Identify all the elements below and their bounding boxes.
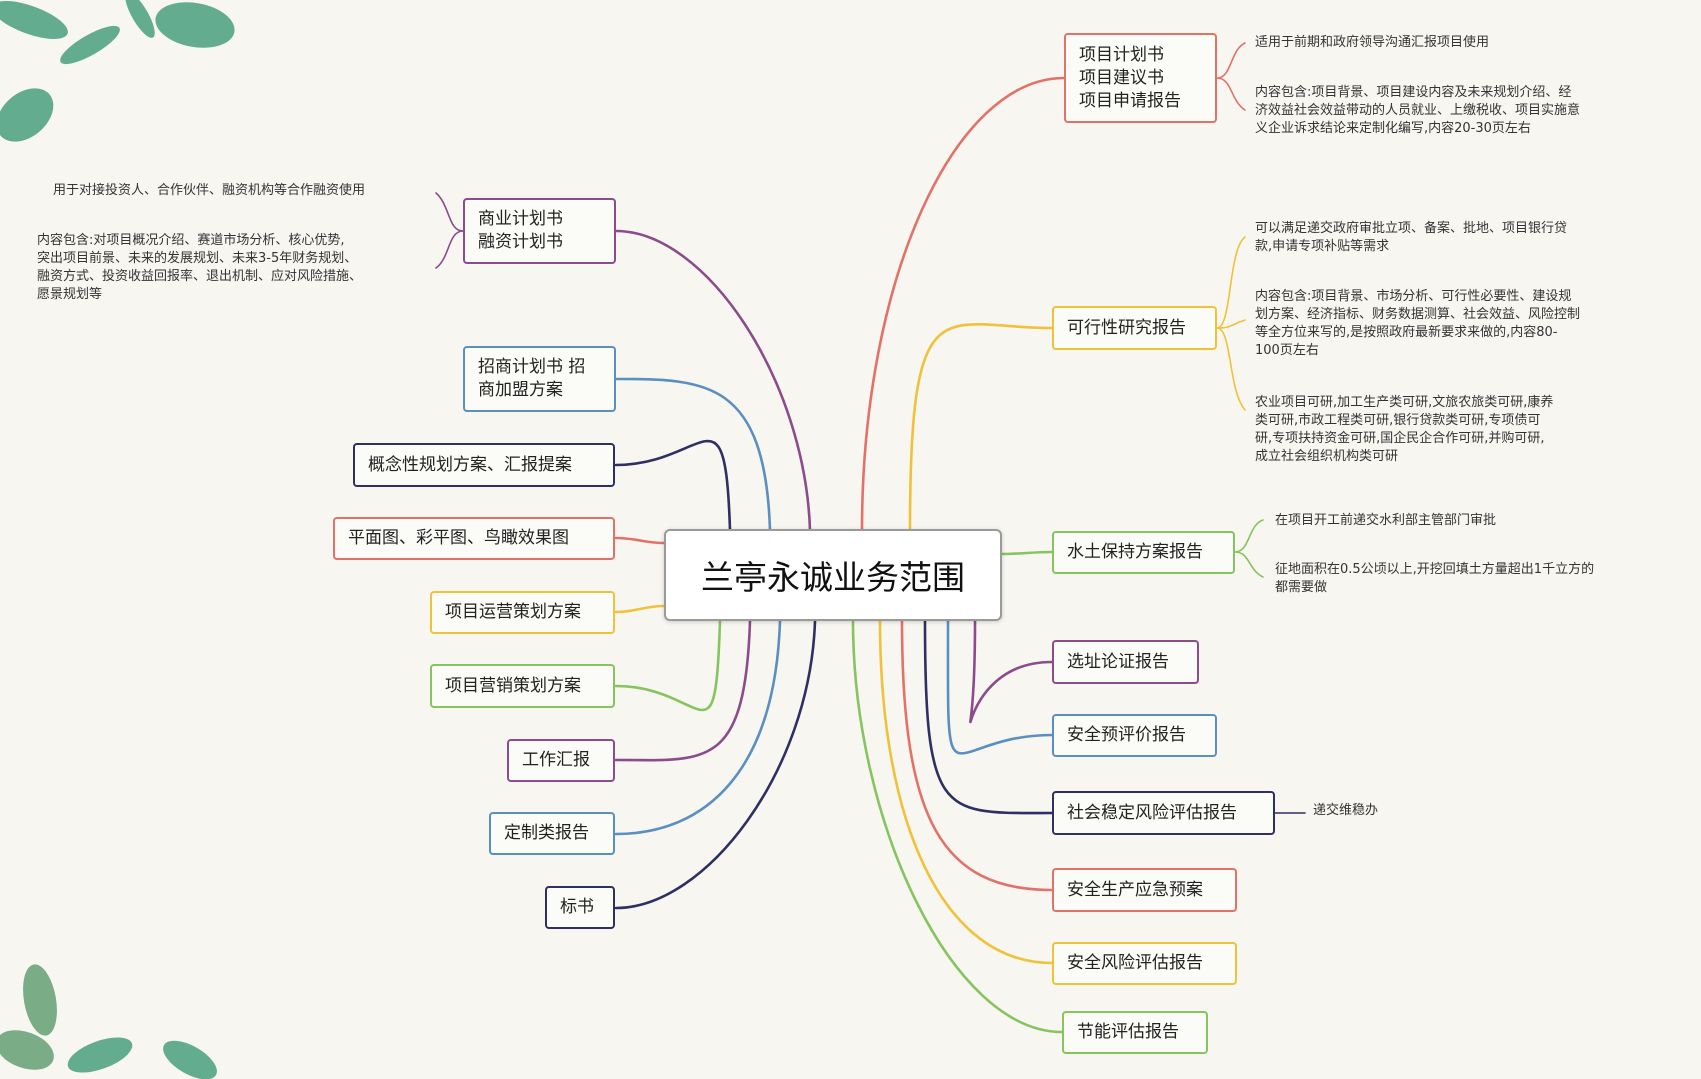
- note-feasibility-types: 农业项目可研,加工生产类可研,文旅农旅类可研,康养 类可研,市政工程类可研,银行…: [1255, 395, 1554, 464]
- branch-business-plan: [614, 229, 812, 532]
- note-soil-condition: 征地面积在0.5公顷以上,开挖回填土方量超出1千立方的 都需要做: [1275, 562, 1595, 595]
- branch-social-risk: [923, 619, 1054, 815]
- node-concept-plan[interactable]: 概念性规划方案、汇报提案: [353, 443, 615, 487]
- note-feasibility-content: 内容包含:项目背景、市场分析、可行性必要性、建设规 划方案、经济指标、财务数据测…: [1255, 289, 1581, 358]
- node-investment-plan[interactable]: 招商计划书 招 商加盟方案: [463, 346, 616, 412]
- bracket-project-content: [1216, 77, 1246, 111]
- monstera-leaf-icon: [0, 88, 54, 142]
- monstera-leaf-icon: [163, 1040, 217, 1079]
- note-brackets: [435, 42, 1306, 814]
- branch-feasibility: [908, 323, 1054, 532]
- branch-marketing-plan: [614, 619, 722, 712]
- branch-work-report: [614, 619, 752, 762]
- node-soil-water[interactable]: 水土保持方案报告: [1052, 531, 1235, 574]
- fern-leaf-icon: [60, 25, 120, 65]
- branch-project-plan: [860, 76, 1066, 532]
- node-site-selection[interactable]: 选址论证报告: [1052, 640, 1199, 684]
- branch-concept-plan: [614, 439, 732, 532]
- bracket-project-usage: [1216, 42, 1246, 79]
- node-marketing-plan[interactable]: 项目营销策划方案: [430, 664, 615, 708]
- fern-leaf-icon: [0, 1, 68, 39]
- node-operation-plan[interactable]: 项目运营策划方案: [430, 591, 615, 634]
- monstera-leaf-icon: [155, 2, 235, 48]
- branch-safety-pre: [946, 619, 1054, 755]
- branch-energy: [851, 619, 1064, 1034]
- node-custom-report[interactable]: 定制类报告: [489, 812, 615, 855]
- fern-leaf-icon: [125, 0, 155, 38]
- branch-emergency-plan: [900, 619, 1054, 892]
- note-soil-approval: 在项目开工前递交水利部主管部门审批: [1275, 513, 1497, 528]
- note-business-usage: 用于对接投资人、合作伙伴、融资机构等合作融资使用: [53, 183, 366, 198]
- bracket-feasibility-usage: [1216, 236, 1246, 329]
- note-feasibility-usage: 可以满足递交政府审批立项、备案、批地、项目银行贷 款,申请专项补贴等需求: [1255, 221, 1568, 254]
- note-project-content: 内容包含:项目背景、项目建设内容及未来规划介绍、经 济效益社会效益带动的人员就业…: [1255, 85, 1581, 136]
- fern-leaf-icon: [67, 1037, 133, 1073]
- branch-safety-risk: [878, 619, 1054, 965]
- cactus-icon: [23, 964, 57, 1036]
- cactus-icon: [0, 1030, 54, 1070]
- node-business-plan[interactable]: 商业计划书 融资计划书: [463, 198, 616, 264]
- bracket-business-content: [435, 230, 464, 269]
- node-safety-pre[interactable]: 安全预评价报告: [1052, 714, 1217, 757]
- node-safety-risk[interactable]: 安全风险评估报告: [1052, 942, 1237, 985]
- branch-site-selection: [969, 619, 1054, 723]
- branch-custom-report: [614, 619, 782, 836]
- node-bid[interactable]: 标书: [545, 886, 615, 929]
- note-social-submit: 递交维稳办: [1313, 803, 1379, 818]
- node-floor-plan[interactable]: 平面图、彩平图、鸟瞰效果图: [333, 517, 615, 560]
- bracket-feasibility-types: [1216, 327, 1246, 411]
- node-feasibility[interactable]: 可行性研究报告: [1052, 306, 1217, 350]
- node-energy[interactable]: 节能评估报告: [1062, 1011, 1208, 1054]
- note-business-content: 内容包含:对项目概况介绍、赛道市场分析、核心优势, 突出项目前景、未来的发展规划…: [37, 233, 363, 302]
- branch-investment-plan: [614, 377, 772, 532]
- branch-soil-water: [1000, 550, 1054, 556]
- node-emergency-plan[interactable]: 安全生产应急预案: [1052, 868, 1237, 912]
- bracket-soil-condition: [1234, 551, 1264, 578]
- node-social-risk[interactable]: 社会稳定风险评估报告: [1052, 791, 1275, 835]
- bracket-business-usage: [435, 192, 464, 232]
- plant-decoration: [0, 0, 235, 1079]
- bracket-soil-approval: [1234, 519, 1264, 553]
- branch-bid: [614, 619, 817, 910]
- note-project-usage: 适用于前期和政府领导沟通汇报项目使用: [1255, 35, 1490, 50]
- node-project-plan[interactable]: 项目计划书 项目建议书 项目申请报告: [1064, 33, 1217, 123]
- branch-floor-plan: [614, 536, 666, 545]
- branch-connectors: [614, 76, 1066, 1034]
- branch-operation-plan: [614, 604, 666, 614]
- node-work-report[interactable]: 工作汇报: [507, 739, 615, 782]
- bracket-feasibility-content: [1216, 319, 1246, 329]
- center-topic[interactable]: 兰亭永诚业务范围: [664, 529, 1002, 621]
